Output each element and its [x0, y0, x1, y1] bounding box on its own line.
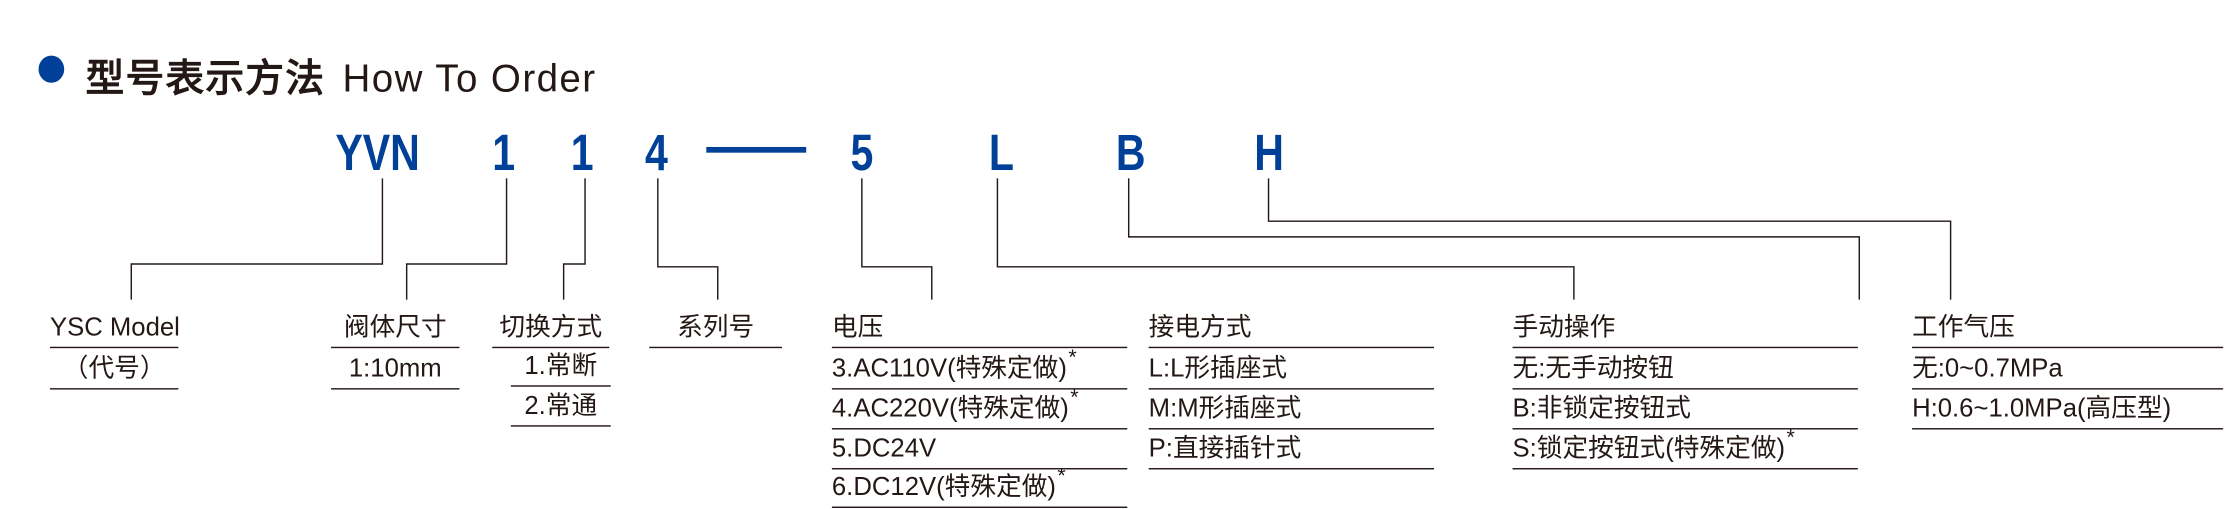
leader-manual — [1127, 178, 1860, 300]
code-series: 4 — [644, 122, 668, 182]
group-pressure-title: 工作气压 — [1912, 311, 2224, 349]
voltage-option: 4.AC220V(特殊定做)* — [831, 387, 1128, 430]
connector-option: M:M形插座式 — [1148, 392, 1435, 430]
voltage-option: 6.DC12V(特殊定做)* — [831, 465, 1128, 508]
group-size-item: 1:10mm — [331, 352, 460, 390]
code-prefix: YVN — [335, 122, 420, 182]
leader-switch — [562, 178, 586, 300]
manual-option: S:锁定按钮式(特殊定做)* — [1512, 427, 1858, 470]
leader-voltage — [861, 178, 933, 300]
code-connector: L — [988, 122, 1014, 182]
connector-option: L:L形插座式 — [1148, 352, 1435, 390]
manual-option: B:非锁定按钮式 — [1512, 392, 1858, 430]
code-size: 1 — [492, 122, 516, 182]
group-manual-title: 手动操作 — [1512, 311, 1858, 349]
group-switch-title: 切换方式 — [492, 311, 610, 349]
group-switch-item: 1.常断 — [510, 350, 611, 387]
code-dash — [706, 146, 807, 153]
group-switch-item: 2.常通 — [510, 390, 611, 427]
pressure-option: H:0.6~1.0MPa(高压型) — [1912, 392, 2224, 430]
group-series-title: 系列号 — [649, 311, 782, 349]
code-manual: B — [1115, 122, 1146, 182]
bullet-icon — [38, 55, 65, 83]
leader-pressure — [1267, 178, 1952, 300]
special-mark: * — [1070, 385, 1079, 410]
pressure-option: 无:0~0.7MPa — [1912, 352, 2224, 390]
code-voltage: 5 — [850, 122, 874, 182]
voltage-option-label: 5.DC24V — [831, 433, 937, 463]
code-switch: 1 — [570, 122, 594, 182]
connector-option: P:直接插针式 — [1148, 432, 1435, 470]
manual-option-label: S:锁定按钮式(特殊定做) — [1512, 433, 1786, 463]
title-cn: 型号表示方法 — [85, 57, 326, 100]
special-mark: * — [1786, 425, 1795, 450]
code-pressure: H — [1254, 122, 1284, 182]
group-model-title: YSC Model — [49, 311, 180, 349]
leader-series — [657, 178, 719, 300]
voltage-option: 3.AC110V(特殊定做)* — [831, 347, 1128, 390]
group-connector-title: 接电方式 — [1148, 311, 1435, 349]
voltage-option-label: 6.DC12V(特殊定做) — [831, 472, 1056, 501]
leader-size — [405, 178, 508, 300]
leader-prefix — [130, 178, 384, 300]
special-mark: * — [1057, 463, 1066, 489]
group-voltage-title: 电压 — [831, 311, 1128, 349]
special-mark: * — [1068, 345, 1077, 370]
group-size-title: 阀体尺寸 — [331, 311, 460, 349]
leader-connector — [996, 178, 1575, 300]
title-en: How To Order — [342, 57, 597, 100]
voltage-option-label: 3.AC110V(特殊定做) — [831, 353, 1067, 383]
voltage-option: 5.DC24V — [831, 432, 1128, 470]
section-title: 型号表示方法 How To Order — [86, 47, 597, 103]
voltage-option-label: 4.AC220V(特殊定做) — [831, 393, 1069, 423]
manual-option: 无:无手动按钮 — [1512, 352, 1858, 390]
group-model-item: （代号） — [49, 352, 179, 390]
